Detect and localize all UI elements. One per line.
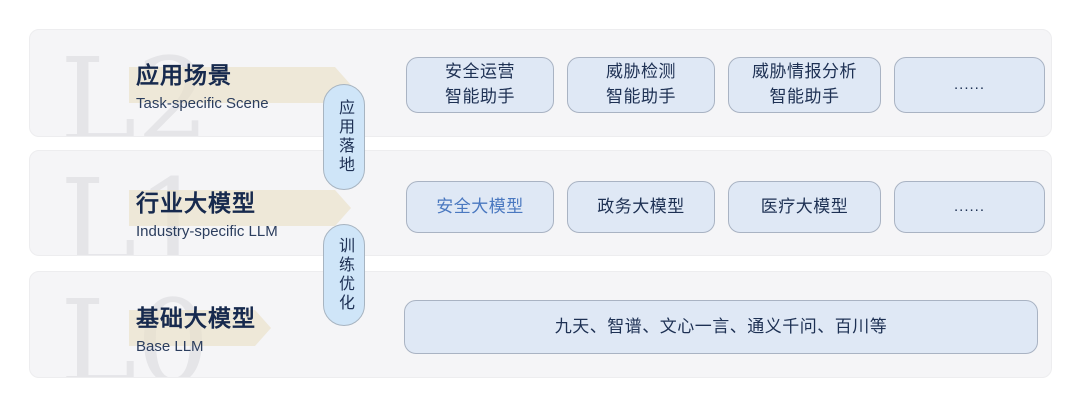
box-government-llm: 政务大模型 xyxy=(567,181,715,233)
connector-training-optimization: 训练优化 xyxy=(323,224,365,326)
layer-l0-boxes: 九天、智谱、文心一言、通义千问、百川等 xyxy=(404,300,1038,354)
box-security-llm: 安全大模型 xyxy=(406,181,554,233)
title-arrow-ribbon xyxy=(129,310,271,346)
layer-l0-base-llm: L0 基础大模型 Base LLM 九天、智谱、文心一言、通义千问、百川等 xyxy=(29,271,1052,378)
layer-l2-title: 应用场景 xyxy=(136,62,232,88)
box-threat-detection-assistant: 威胁检测 智能助手 xyxy=(567,57,715,113)
connector-application-deployment: 应用落地 xyxy=(323,84,365,190)
layer-l1-subtitle: Industry-specific LLM xyxy=(136,223,278,240)
title-arrow-ribbon xyxy=(129,67,351,103)
layer-l1-title-group: 行业大模型 Industry-specific LLM xyxy=(136,184,278,240)
layer-l0-title: 基础大模型 xyxy=(136,305,256,331)
layer-l2-task-scene: L2 应用场景 Task-specific Scene 安全运营 智能助手 威胁… xyxy=(29,29,1052,137)
layer-l2-boxes: 安全运营 智能助手 威胁检测 智能助手 威胁情报分析 智能助手 ...... xyxy=(406,57,1045,113)
layer-l1-boxes: 安全大模型 政务大模型 医疗大模型 ...... xyxy=(406,181,1045,233)
box-medical-llm: 医疗大模型 xyxy=(728,181,881,233)
layer-l0-title-group: 基础大模型 Base LLM xyxy=(136,299,256,355)
layer-l2-subtitle: Task-specific Scene xyxy=(136,95,269,112)
box-base-models-list: 九天、智谱、文心一言、通义千问、百川等 xyxy=(404,300,1038,354)
title-arrow-ribbon xyxy=(129,190,351,226)
layer-l1-title: 行业大模型 xyxy=(136,190,256,216)
layer-l0-subtitle: Base LLM xyxy=(136,338,204,355)
box-threat-intel-assistant: 威胁情报分析 智能助手 xyxy=(728,57,881,113)
layer-l1-industry-llm: L1 行业大模型 Industry-specific LLM 安全大模型 政务大… xyxy=(29,150,1052,256)
box-security-ops-assistant: 安全运营 智能助手 xyxy=(406,57,554,113)
box-more-industry-llm: ...... xyxy=(894,181,1045,233)
box-more-scenes: ...... xyxy=(894,57,1045,113)
layer-l2-title-group: 应用场景 Task-specific Scene xyxy=(136,56,269,112)
